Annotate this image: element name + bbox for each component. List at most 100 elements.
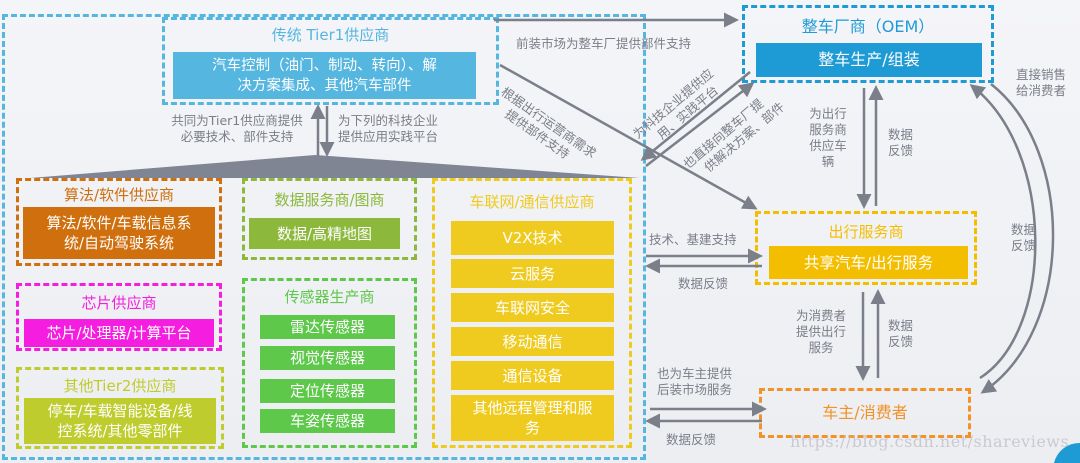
iov-item-cloud: 云服务 — [451, 259, 614, 288]
sensor-item-text: 视觉传感器 — [289, 349, 365, 367]
algo-content-line2: 统/自动驾驶系统 — [63, 234, 175, 252]
label-feedback-consumer: 数据反馈 — [666, 432, 717, 447]
tier1-supplier-group: 传统 Tier1供应商 汽车控制（油门、制动、转向）、解 决方案集成、其他汽车部… — [162, 17, 499, 105]
data-map-title: 数据服务商/图商 — [274, 191, 385, 209]
iov-title: 车联网/通信供应商 — [469, 193, 595, 211]
label-line: 数据 — [1011, 222, 1037, 237]
label-line: 后装市场服务 — [657, 382, 733, 397]
arrow-suppliers-to-oem — [645, 82, 755, 167]
iov-item-text: 车联网安全 — [494, 298, 570, 317]
label-line: 为出行 — [809, 106, 847, 121]
tier1-title: 传统 Tier1供应商 — [271, 26, 390, 44]
label-line: 服务商 — [809, 122, 847, 137]
label-feedback-oem: 数据 反馈 — [888, 127, 913, 159]
arrow-oem-to-suppliers — [640, 71, 751, 161]
iov-item-security: 车联网安全 — [451, 293, 614, 322]
sensor-supplier-group: 传感器生产商 雷达传感器 视觉传感器 定位传感器 车姿传感器 — [242, 278, 417, 448]
supplier-ecosystem-frame — [2, 14, 646, 460]
iov-item-remote-management: 其他远程管理和服 务 — [451, 395, 614, 441]
label-oem-to-mobility: 为出行 服务商 供应车 辆 — [800, 106, 856, 170]
oem-title: 整车厂商（OEM） — [801, 17, 935, 36]
label-line: 给消费者 — [1016, 83, 1067, 98]
tier1-support-left-label: 共同为Tier1供应商提供 必要技术、部件支持 — [162, 113, 312, 145]
chip-supplier-group: 芯片供应商 芯片/处理器/计算平台 — [16, 283, 222, 351]
mobility-title: 出行服务商 — [828, 223, 904, 241]
consumer-title: 车主/消费者 — [822, 403, 908, 422]
tier2-content-line2: 控系统/其他零部件 — [57, 422, 183, 440]
label-line: 供应车 — [809, 138, 847, 153]
label-direct-sales: 直接销售 给消费者 — [1016, 67, 1066, 99]
label-line: 数据 — [888, 127, 914, 142]
label-mobility-to-consumer: 为消费者 提供出行 服务 — [790, 308, 852, 356]
label-line: 为消费者 — [795, 308, 846, 323]
tier1-fan-connector — [30, 155, 640, 178]
data-map-content: 数据/高精地图 — [249, 218, 400, 249]
tier2-supplier-group: 其他Tier2供应商 停车/车载智能设备/线 控系统/其他零部件 — [16, 367, 224, 449]
algo-content-line1: 算法/软件/车载信息系 — [46, 214, 192, 232]
label-front-market: 前装市场为整车厂提供部件支持 — [516, 36, 692, 51]
label-tech-infra: 技术、基建支持 — [649, 232, 737, 247]
label-line: 共同为Tier1供应商提供 — [171, 113, 303, 128]
tier2-title: 其他Tier2供应商 — [63, 377, 177, 395]
tier1-content-line2: 决方案集成、其他汽车部件 — [237, 77, 412, 94]
label-line: 直接销售 — [1016, 67, 1067, 82]
label-line: 提供出行 — [795, 324, 846, 339]
chip-content: 芯片/处理器/计算平台 — [24, 319, 214, 347]
tier1-support-right-label: 为下列的科技企业 提供应用实践平台 — [338, 113, 438, 145]
sensor-item-positioning: 定位传感器 — [260, 379, 395, 403]
label-feedback-arc: 数据 反馈 — [1011, 222, 1036, 254]
sensor-title: 传感器生产商 — [284, 288, 375, 306]
sensor-item-text: 车姿传感器 — [289, 412, 365, 430]
label-line: 反馈 — [888, 334, 914, 349]
sensor-item-radar: 雷达传感器 — [260, 315, 395, 339]
tier2-content: 停车/车载智能设备/线 控系统/其他零部件 — [24, 398, 216, 444]
oem-content: 整车生产/组装 — [756, 43, 982, 77]
iov-item-text: 移动通信 — [502, 332, 563, 351]
tier1-content-line1: 汽车控制（油门、制动、转向）、解 — [212, 57, 437, 74]
algo-content: 算法/软件/车载信息系 统/自动驾驶系统 — [23, 207, 215, 259]
iov-item-text: 通信设备 — [502, 366, 563, 385]
mobility-content-text: 共享汽车/出行服务 — [803, 253, 934, 272]
label-line: 为下列的科技企业 — [338, 113, 439, 128]
sensor-item-text: 雷达传感器 — [289, 318, 365, 336]
label-line: 也为车主提供 — [657, 366, 733, 381]
tier1-content: 汽车控制（油门、制动、转向）、解 决方案集成、其他汽车部件 — [173, 52, 476, 99]
tier2-content-line1: 停车/车载智能设备/线 — [47, 402, 193, 420]
algo-software-supplier-group: 算法/软件供应商 算法/软件/车载信息系 统/自动驾驶系统 — [16, 178, 222, 266]
oem-group: 整车厂商（OEM） 整车生产/组装 — [742, 5, 994, 83]
sensor-item-text: 定位传感器 — [289, 382, 365, 400]
algo-title: 算法/软件供应商 — [63, 186, 175, 204]
sensor-item-attitude: 车姿传感器 — [260, 409, 395, 433]
mobility-provider-group: 出行服务商 共享汽车/出行服务 — [755, 211, 977, 285]
label-line: 辆 — [821, 154, 835, 169]
iov-item-text-line1: 其他远程管理和服 — [472, 399, 593, 417]
iov-item-text-line2: 务 — [524, 419, 540, 437]
watermark: https://blog.csdn.net/shareviews — [790, 432, 1070, 451]
arrow-tier1-to-mobility — [499, 63, 758, 210]
arrow-direct-sales-arc — [980, 83, 1055, 394]
chip-title: 芯片供应商 — [81, 294, 157, 312]
label-line: 必要技术、部件支持 — [180, 129, 294, 144]
arrow-feedback-arc — [969, 84, 1037, 380]
label-feedback-mobility: 数据反馈 — [678, 276, 729, 291]
sensor-item-vision: 视觉传感器 — [260, 346, 395, 370]
label-line: 数据 — [888, 318, 914, 333]
chip-content-text: 芯片/处理器/计算平台 — [46, 324, 192, 342]
data-map-content-text: 数据/高精地图 — [276, 224, 373, 243]
iov-item-v2x: V2X技术 — [451, 221, 614, 255]
label-line: 反馈 — [1011, 238, 1037, 253]
iov-item-text: V2X技术 — [502, 229, 563, 247]
iov-item-mobile-comm: 移动通信 — [451, 327, 614, 356]
iov-item-comm-equipment: 通信设备 — [451, 361, 614, 390]
mobility-content: 共享汽车/出行服务 — [769, 246, 968, 279]
label-aftermarket: 也为车主提供 后装市场服务 — [657, 366, 732, 398]
label-feedback-consumer-up: 数据 反馈 — [888, 318, 913, 350]
oem-content-text: 整车生产/组装 — [818, 50, 920, 69]
label-line: 提供应用实践平台 — [338, 129, 439, 144]
corner-badge — [1054, 442, 1080, 463]
label-line: 服务 — [808, 340, 834, 355]
iov-item-text: 云服务 — [509, 264, 555, 283]
data-map-supplier-group: 数据服务商/图商 数据/高精地图 — [242, 178, 417, 260]
iov-supplier-group: 车联网/通信供应商 V2X技术 云服务 车联网安全 移动通信 通信设备 其他远程… — [432, 178, 632, 448]
